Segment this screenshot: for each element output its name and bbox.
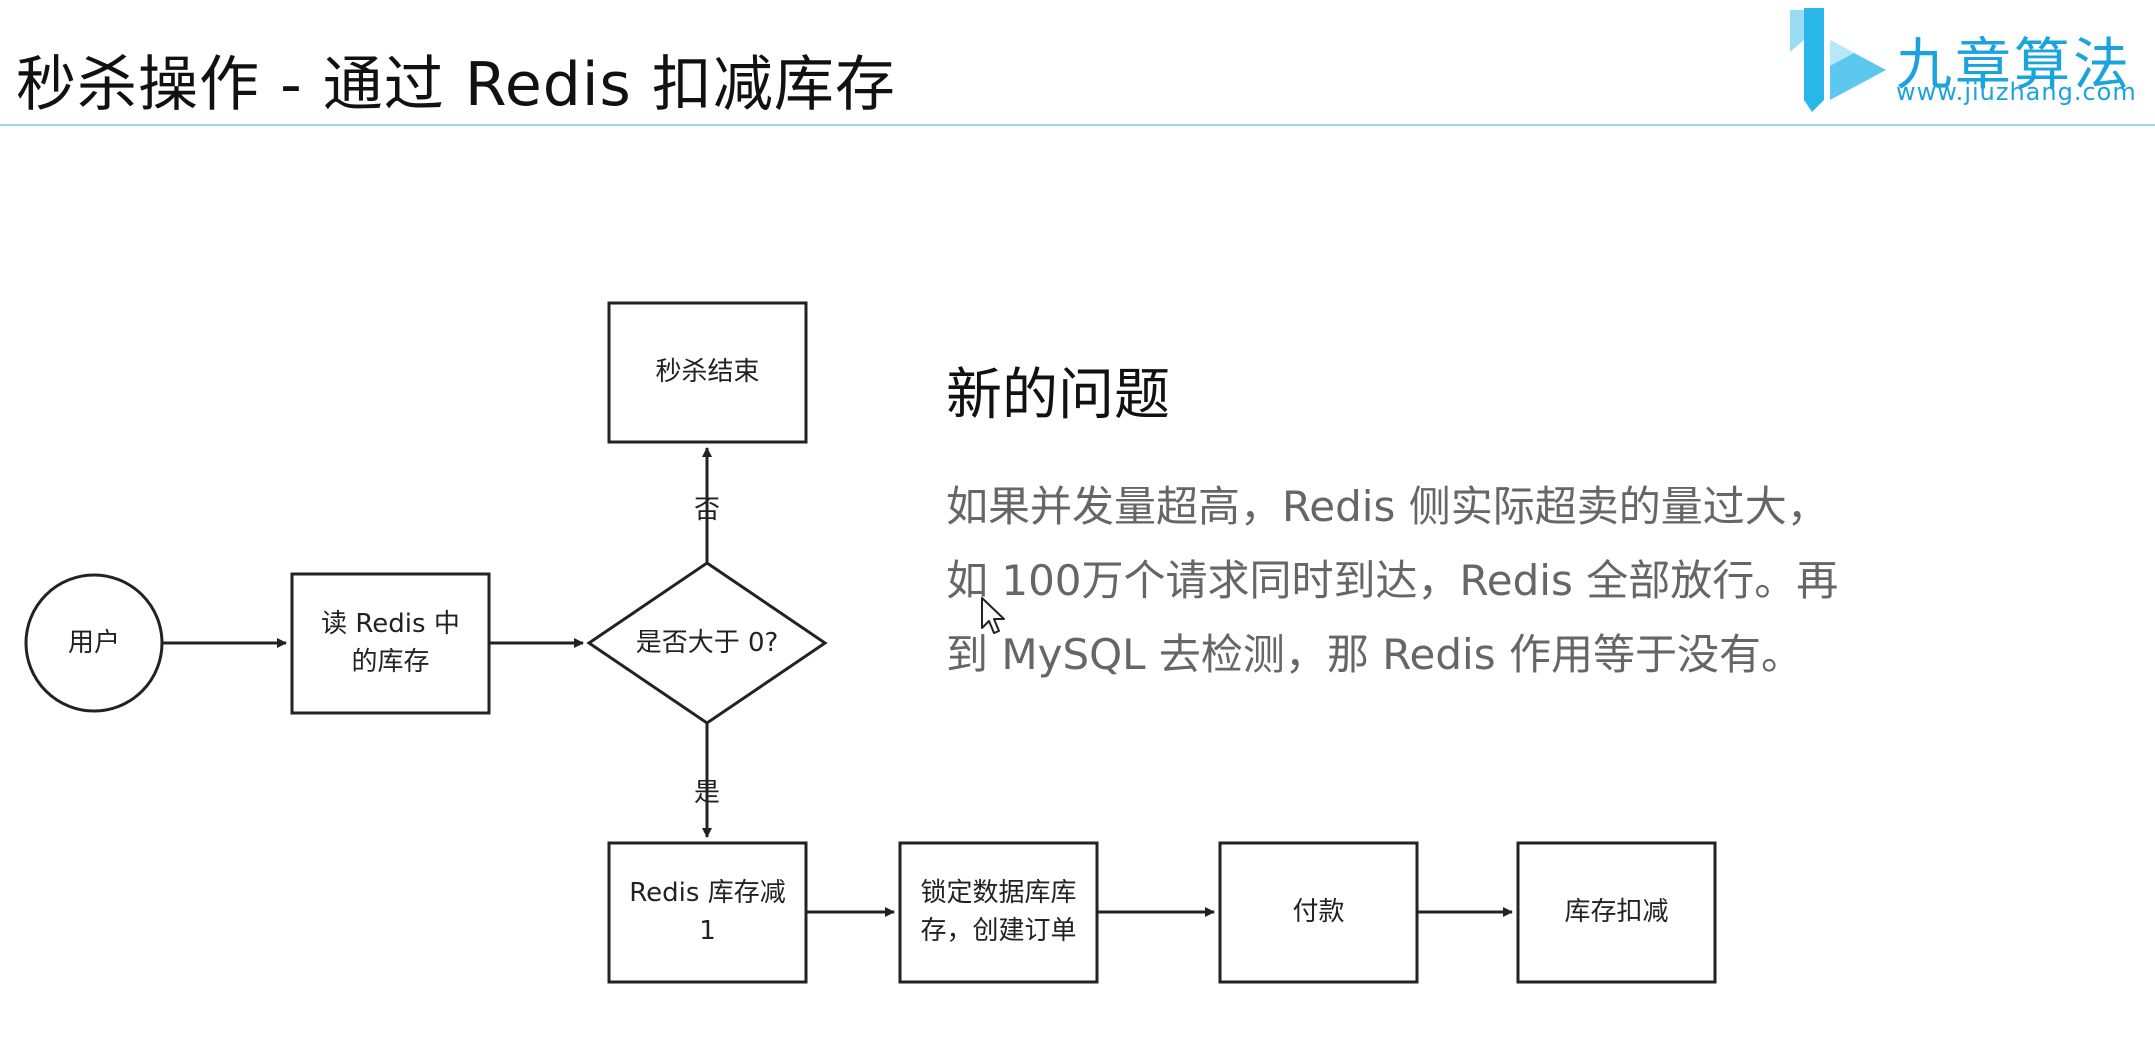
read-redis-line-2: 的库存	[351, 647, 430, 677]
slide-title: 秒杀操作 - 通过 Redis 扣减库存	[16, 50, 896, 120]
decision-node-label: 是否大于 0?	[635, 628, 779, 658]
redis-decrement-line-2: 1	[699, 916, 716, 946]
edge-label-yes: 是	[694, 778, 721, 808]
end-node-label: 秒杀结束	[655, 357, 760, 387]
deduct-node-label: 库存扣减	[1564, 897, 1669, 927]
deduct-node-shape	[1516, 841, 1717, 984]
pay-node-label: 付款	[1292, 897, 1345, 927]
redis-decrement-line-1: Redis 库存减	[629, 878, 786, 908]
end-node-shape	[607, 301, 808, 444]
lock-db-node-label: 锁定数据库库 存，创建订单	[900, 874, 1097, 950]
lock-db-line-2: 存，创建订单	[920, 916, 1077, 946]
edge-label-no: 否	[694, 495, 721, 525]
jiuzhang-logo: 九章算法 www.jiuzhang.com	[1782, 0, 2155, 120]
mouse-pointer-icon	[981, 597, 1005, 634]
lock-db-line-1: 锁定数据库库	[920, 878, 1077, 908]
logo-url: www.jiuzhang.com	[1896, 78, 2137, 106]
notes-paragraph: 如果并发量超高，Redis 侧实际超卖的量过大， 如 100万个请求同时到达，R…	[946, 470, 1946, 692]
read-redis-line-1: 读 Redis 中	[321, 609, 460, 639]
notes-line-3: 到 MySQL 去检测，那 Redis 作用等于没有。	[946, 630, 1803, 679]
title-divider	[0, 124, 2155, 126]
logo-name: 九章算法	[1896, 33, 2132, 98]
read-redis-node-label: 读 Redis 中 的库存	[292, 605, 489, 681]
redis-decrement-node-label: Redis 库存减 1	[609, 874, 806, 950]
notes-line-1: 如果并发量超高，Redis 侧实际超卖的量过大，	[946, 482, 1829, 531]
jiuzhang-logo-mark-icon	[1790, 8, 1886, 112]
user-node-label: 用户	[67, 628, 120, 658]
notes-line-2: 如 100万个请求同时到达，Redis 全部放行。再	[946, 556, 1839, 605]
notes-heading: 新的问题	[946, 363, 1170, 428]
